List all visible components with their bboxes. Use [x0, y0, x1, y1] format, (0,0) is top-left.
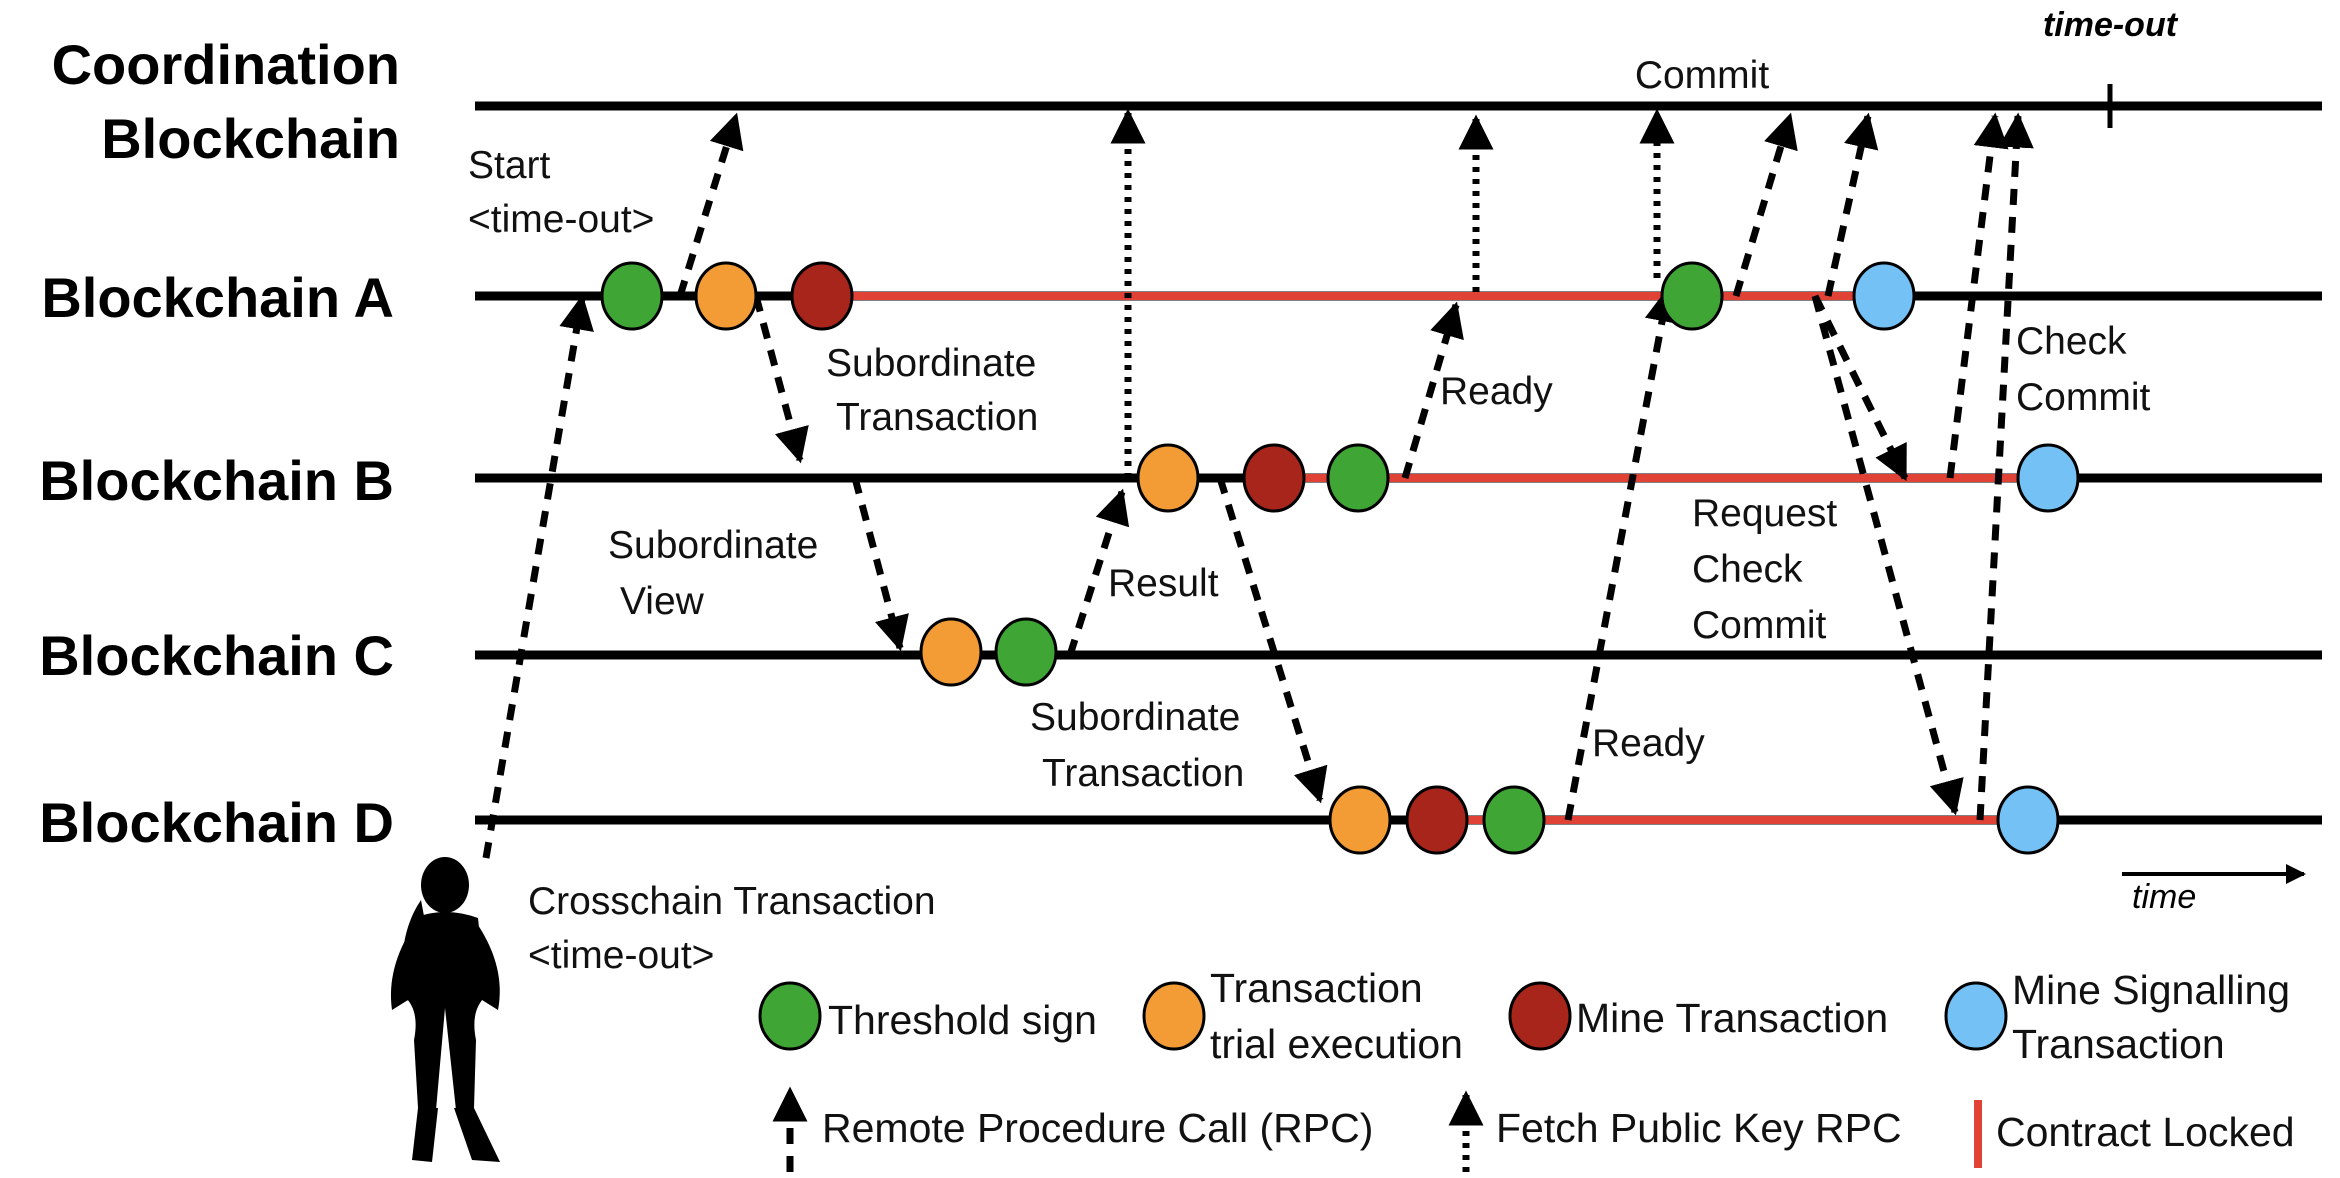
lane-label-blockchain-d: Blockchain D — [39, 791, 394, 854]
subordinate-view-line2: View — [620, 580, 705, 623]
threshold-sign-node-a1 — [600, 261, 664, 331]
legend: Threshold sign Transaction trial executi… — [758, 965, 2295, 1172]
rpc-arrow-a-to-b-check — [1811, 294, 1909, 482]
subordinate-transaction-a-line2: Transaction — [836, 396, 1038, 439]
legend-trial-execution-line1: Transaction — [1210, 965, 1423, 1011]
trial-execution-node-b — [1136, 443, 1200, 513]
threshold-sign-node-a2 — [1660, 261, 1724, 331]
start-label-line2: <time-out> — [468, 198, 654, 241]
legend-signalling-line1: Mine Signalling — [2012, 967, 2290, 1013]
result-label: Result — [1108, 562, 1219, 605]
trial-execution-node-d — [1328, 785, 1392, 855]
lane-label-blockchain-c: Blockchain C — [39, 624, 394, 687]
subordinate-transaction-d-line1: Subordinate — [1030, 696, 1240, 739]
mine-transaction-node-d — [1405, 785, 1469, 855]
ready-a-label: Ready — [1440, 370, 1553, 413]
legend-rpc-label: Remote Procedure Call (RPC) — [822, 1105, 1373, 1151]
start-label-line1: Start — [468, 144, 551, 187]
legend-contract-locked-label: Contract Locked — [1996, 1109, 2295, 1155]
request-check-commit-line2: Check — [1692, 548, 1803, 591]
lane-label-coordination-line2: Blockchain — [101, 107, 400, 170]
ready-d-label: Ready — [1592, 722, 1705, 765]
user-figure-icon — [390, 857, 500, 1162]
rpc-arrows — [482, 112, 2034, 859]
legend-threshold-sign-swatch — [758, 981, 822, 1051]
threshold-sign-node-d — [1482, 785, 1546, 855]
subordinate-transaction-d-line2: Transaction — [1042, 752, 1244, 795]
mine-transaction-node-a — [790, 261, 854, 331]
check-commit-line2: Commit — [2016, 376, 2150, 419]
rpc-arrow-ready-b — [1401, 301, 1464, 479]
legend-threshold-sign-label: Threshold sign — [828, 997, 1097, 1043]
subordinate-transaction-a-line1: Subordinate — [826, 342, 1036, 385]
timeout-top-label: time-out — [2043, 6, 2179, 44]
check-commit-line1: Check — [2016, 320, 2127, 363]
legend-mine-transaction-label: Mine Transaction — [1576, 995, 1888, 1041]
lane-label-coordination-line1: Coordination — [52, 33, 400, 96]
commit-label: Commit — [1635, 54, 1769, 97]
rpc-arrow-b-to-c — [851, 477, 909, 652]
rpc-arrow-check-commit-b — [1946, 112, 2009, 479]
rpc-arrow-start — [676, 112, 744, 298]
signalling-node-b — [2016, 443, 2080, 513]
rpc-arrow-commit-2 — [1824, 112, 1879, 297]
crosschain-transaction-line2: <time-out> — [528, 934, 714, 977]
rpc-arrow-result — [1066, 488, 1130, 657]
rpc-arrow-crosschain-to-a — [482, 294, 594, 859]
crosschain-transaction-line1: Crosschain Transaction — [528, 880, 936, 923]
legend-trial-execution-swatch — [1142, 981, 1206, 1051]
signalling-node-d — [1996, 785, 2060, 855]
subordinate-view-line1: Subordinate — [608, 524, 818, 567]
legend-trial-execution-line2: trial execution — [1210, 1021, 1463, 1067]
threshold-sign-node-c — [994, 617, 1058, 687]
rpc-arrow-b-to-d — [1216, 476, 1328, 804]
mine-transaction-node-b — [1242, 443, 1306, 513]
request-check-commit-line3: Commit — [1692, 604, 1826, 647]
rpc-arrow-ready-d — [1564, 286, 1680, 821]
legend-signalling-swatch — [1944, 981, 2008, 1051]
rpc-arrow-a-to-b — [752, 295, 809, 464]
legend-signalling-line2: Transaction — [2012, 1021, 2225, 1067]
request-check-commit-line1: Request — [1692, 492, 1837, 535]
signalling-node-a — [1852, 261, 1916, 331]
rpc-arrow-a-to-d-check — [1811, 295, 1964, 816]
threshold-sign-node-b — [1326, 443, 1390, 513]
lane-label-blockchain-a: Blockchain A — [41, 266, 394, 329]
legend-fetch-key-label: Fetch Public Key RPC — [1496, 1105, 1902, 1151]
trial-execution-node-c — [919, 617, 983, 687]
time-axis-label: time — [2132, 878, 2196, 916]
legend-mine-transaction-swatch — [1508, 981, 1572, 1051]
nodes — [600, 261, 2080, 855]
trial-execution-node-a — [694, 261, 758, 331]
lane-label-blockchain-b: Blockchain B — [39, 449, 394, 512]
rpc-arrow-check-commit-d — [1976, 112, 2034, 821]
fetch-key-arrows — [1110, 108, 1675, 478]
rpc-arrow-commit-1 — [1732, 112, 1798, 298]
